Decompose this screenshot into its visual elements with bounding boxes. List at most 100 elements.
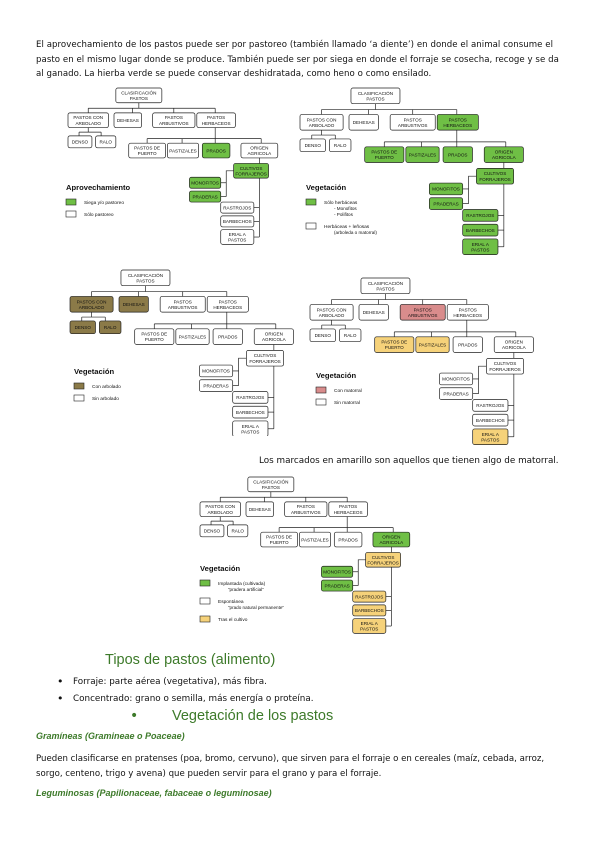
node-label: PUERTO bbox=[375, 155, 394, 160]
node-ralo bbox=[329, 138, 352, 153]
node-label: FORRAJEROS bbox=[489, 367, 520, 372]
node-label: FORRAJEROS bbox=[367, 560, 398, 565]
node-label: PASTOS bbox=[207, 115, 225, 120]
node-ralo bbox=[227, 524, 249, 538]
legend-label: Siega y/o pastoreo bbox=[84, 200, 124, 206]
node-label: DEHESAS bbox=[123, 302, 145, 307]
node-barbechos bbox=[352, 604, 387, 617]
node-label: BARBECHOS bbox=[355, 608, 384, 613]
node-label: ERIAL A bbox=[229, 232, 247, 237]
node-ralo bbox=[339, 328, 362, 343]
node-label: PUERTO bbox=[385, 345, 404, 350]
node-label: PASTIZALES bbox=[409, 152, 437, 157]
node-prados bbox=[442, 146, 473, 163]
node-label: RALO bbox=[231, 529, 244, 534]
node-pastos-de-puerto bbox=[364, 146, 405, 163]
node-label: DEHESAS bbox=[249, 507, 271, 512]
node-label: PASTOS DE bbox=[134, 146, 160, 151]
legend-swatch bbox=[73, 382, 85, 390]
legend-label: “pradera artificial” bbox=[228, 587, 264, 592]
node-label: BARBECHOS bbox=[476, 418, 505, 423]
node-erial-a-pastos bbox=[472, 428, 509, 445]
node-prados bbox=[452, 336, 483, 353]
node-label: PASTIZALES bbox=[419, 342, 447, 347]
node-label: PASTOS DE bbox=[141, 332, 167, 337]
node-praderas bbox=[321, 579, 354, 592]
node-pastos-con-arbolado bbox=[67, 112, 109, 128]
node-pastos-arbustivos bbox=[159, 296, 206, 313]
node-rastrojos bbox=[462, 209, 499, 222]
node-label: PRADERAS bbox=[192, 194, 217, 199]
node-label: ARBOLADO bbox=[75, 121, 101, 126]
figure-caption: Los marcados en amarillo son aquellos qu… bbox=[259, 456, 559, 466]
node-label: AGRICOLA bbox=[247, 151, 272, 156]
node-label: HERBACEOS bbox=[453, 313, 482, 318]
node-rastrojos bbox=[352, 590, 387, 603]
node-label: AGRICOLA bbox=[492, 155, 517, 160]
node-pastos-de-puerto bbox=[128, 142, 166, 159]
node-label: ARBUSTIVOS bbox=[291, 510, 321, 515]
node-label: RASTROJOS bbox=[236, 395, 264, 400]
node-label: PASTOS bbox=[360, 627, 378, 632]
node-label: PUERTO bbox=[270, 540, 289, 545]
node-denso bbox=[299, 138, 326, 153]
node-label: PASTOS bbox=[366, 96, 384, 101]
node-label: RALO bbox=[344, 333, 357, 338]
node-label: AGRICOLA bbox=[379, 540, 404, 545]
node-label: PASTOS bbox=[297, 504, 315, 509]
node-rastrojos bbox=[472, 399, 509, 412]
node-label: ORIGEN bbox=[250, 146, 268, 151]
node-origen-agricola bbox=[493, 336, 534, 353]
node-barbechos bbox=[472, 413, 509, 427]
legend-swatch bbox=[73, 394, 85, 402]
node-origen-agricola bbox=[253, 328, 294, 345]
node-origen-agricola bbox=[483, 146, 524, 163]
node-denso bbox=[199, 524, 225, 538]
node-label: DENSO bbox=[315, 333, 332, 338]
node-label: PASTOS CON bbox=[205, 504, 235, 509]
node-label: PRADERAS bbox=[203, 383, 228, 388]
node-label: PASTOS bbox=[459, 307, 477, 312]
subheading-gramineas: Gramíneas (Gramineae o Poaceae) bbox=[36, 731, 185, 741]
node-denso bbox=[67, 135, 93, 149]
node-label: CULTIVOS bbox=[240, 166, 263, 171]
node-pastizales bbox=[415, 336, 450, 353]
node-label: HERBACEOS bbox=[202, 121, 231, 126]
node-label: PRADOS bbox=[206, 148, 225, 153]
node-label: PASTOS bbox=[165, 115, 183, 120]
node-label: DEHESAS bbox=[353, 120, 375, 125]
node-label: PASTOS bbox=[262, 485, 280, 490]
node-label: PASTIZALES bbox=[169, 148, 197, 153]
node-label: DEHESAS bbox=[117, 118, 139, 123]
list-item: Forraje: parte aérea (vegetativa), más f… bbox=[57, 674, 314, 691]
node-label: DENSO bbox=[72, 140, 89, 145]
node-label: CLASIFICACIÓN bbox=[358, 90, 393, 96]
legend-label: Sólo herbáceas bbox=[324, 200, 358, 206]
node-label: HERBACEOS bbox=[334, 510, 363, 515]
node-monofitos bbox=[429, 182, 464, 196]
node-label: ERIAL A bbox=[361, 621, 379, 626]
node-label: RASTROJOS bbox=[223, 205, 251, 210]
subheading-leguminosas: Leguminosas (Papilionaceae, fabaceae o l… bbox=[36, 788, 272, 798]
node-label: RALO bbox=[334, 143, 347, 148]
node-label: BARBECHOS bbox=[466, 228, 495, 233]
node-pastizales bbox=[405, 146, 440, 163]
node-pastos-de-puerto bbox=[260, 531, 298, 548]
node-label: PASTOS bbox=[130, 96, 148, 101]
legend-label: - Polifitos bbox=[334, 212, 354, 217]
node-praderas bbox=[429, 197, 464, 210]
node-label: BARBECHOS bbox=[236, 410, 265, 415]
legend-label: Herbáceas + leñosas bbox=[324, 224, 370, 230]
node-label: PASTIZALES bbox=[301, 537, 329, 542]
legend-swatch bbox=[65, 210, 77, 218]
legend-swatch bbox=[315, 386, 327, 394]
node-dehesas bbox=[113, 112, 142, 128]
node-label: ORIGEN bbox=[382, 535, 400, 540]
node-label: RALO bbox=[99, 140, 112, 145]
list-item: Concentrado: grano o semilla, más energí… bbox=[57, 691, 314, 708]
node-label: PASTOS CON bbox=[317, 307, 347, 312]
node-label: ARBOLADO bbox=[207, 510, 233, 515]
node-label: BARBECHOS bbox=[223, 219, 252, 224]
